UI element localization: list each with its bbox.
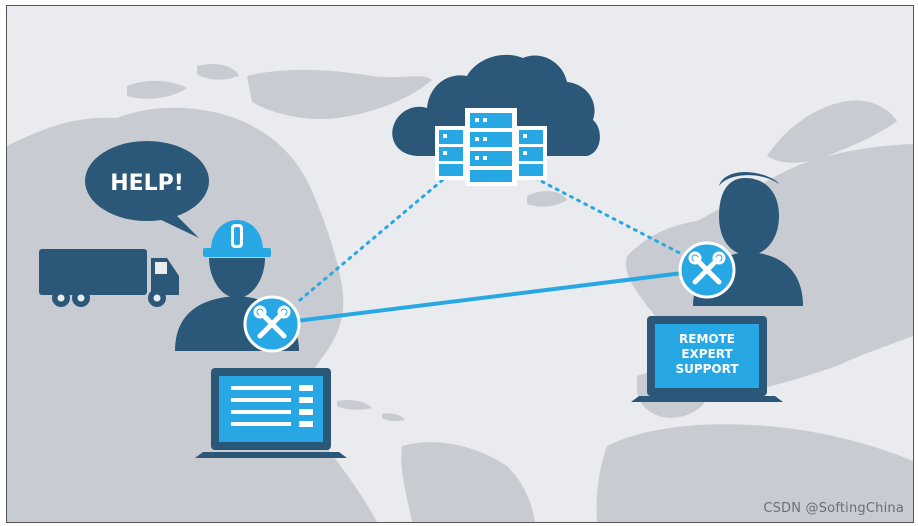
- remote-screen-line-2: EXPERT: [681, 347, 733, 361]
- hard-hat-icon: [203, 220, 271, 257]
- solid-link: [271, 268, 708, 326]
- screen-list: [231, 385, 313, 427]
- diagram-canvas: HELP!: [7, 54, 913, 522]
- worker-head: [209, 258, 265, 298]
- remote-expert: [678, 172, 803, 306]
- tools-icon: [243, 295, 301, 353]
- user-icon: [719, 178, 779, 256]
- laptop-icon: REMOTE EXPERT SUPPORT: [631, 316, 783, 402]
- remote-screen-line-3: SUPPORT: [675, 362, 739, 376]
- diagram-frame: HELP!: [6, 5, 914, 523]
- field-worker: [175, 220, 301, 353]
- remote-screen-line-1: REMOTE: [679, 332, 735, 346]
- speech-bubble-icon: HELP!: [85, 141, 209, 238]
- connection-lines: [271, 176, 708, 326]
- bubble-text: HELP!: [110, 171, 184, 196]
- laptop-icon: [195, 368, 347, 458]
- tools-icon: [678, 241, 736, 299]
- dotted-link-right: [533, 176, 699, 264]
- truck-icon: [39, 249, 179, 307]
- watermark-text: CSDN @SoftingChina: [763, 501, 904, 516]
- server-icon: [435, 108, 547, 186]
- dotted-link-left: [298, 176, 447, 302]
